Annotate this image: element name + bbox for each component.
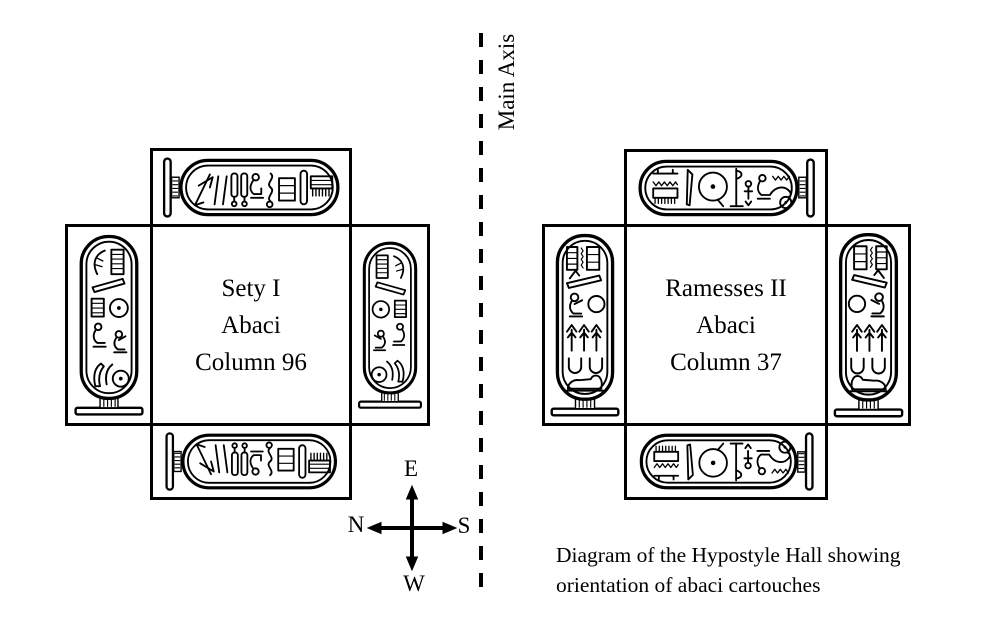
sety-east-abacus-face (150, 148, 352, 227)
ramesses-east-abacus-face (624, 149, 828, 227)
compass-rose-icon (366, 484, 458, 572)
ramesses-north-cartouche-icon (546, 228, 624, 422)
ramesses-east-cartouche-icon (628, 153, 824, 223)
ramesses-south-cartouche-icon (829, 228, 908, 422)
compass-north-label: N (347, 512, 365, 537)
ramesses-title-block: Ramesses II Abaci Column 37 (665, 270, 787, 381)
sety-north-abacus-face (65, 224, 153, 426)
main-axis-line (479, 33, 483, 589)
caption-line1: Diagram of the Hypostyle Hall showing (556, 543, 901, 567)
sety-south-abacus-face (349, 224, 430, 426)
ramesses-title-line1: Ramesses II (665, 274, 787, 302)
sety-title-line3: Column 96 (195, 348, 307, 376)
sety-north-cartouche-icon (69, 228, 149, 422)
ramesses-south-abacus-face (825, 224, 911, 426)
ramesses-north-abacus-face (542, 224, 627, 426)
sety-title-block: Sety I Abaci Column 96 (195, 270, 307, 381)
compass-south-label: S (457, 513, 471, 538)
ramesses-title-line3: Column 37 (670, 348, 782, 376)
ramesses-abacus-center: Ramesses II Abaci Column 37 (624, 224, 828, 426)
ramesses-west-cartouche-icon (628, 427, 824, 496)
sety-title-line1: Sety I (221, 274, 281, 302)
sety-south-cartouche-icon (353, 228, 427, 422)
sety-abacus-center: Sety I Abaci Column 96 (150, 224, 352, 426)
ramesses-title-line2: Abaci (696, 311, 756, 339)
compass-west-label: W (403, 571, 425, 596)
sety-west-cartouche-icon (154, 427, 348, 496)
main-axis-label: Main Axis (494, 33, 519, 131)
ramesses-west-abacus-face (624, 423, 828, 500)
sety-title-line2: Abaci (221, 311, 281, 339)
sety-east-cartouche-icon (154, 152, 348, 223)
sety-west-abacus-face (150, 423, 352, 500)
compass-east-label: E (403, 456, 419, 481)
figure-caption: Diagram of the Hypostyle Hall showing or… (556, 540, 901, 600)
caption-line2: orientation of abaci cartouches (556, 573, 821, 597)
